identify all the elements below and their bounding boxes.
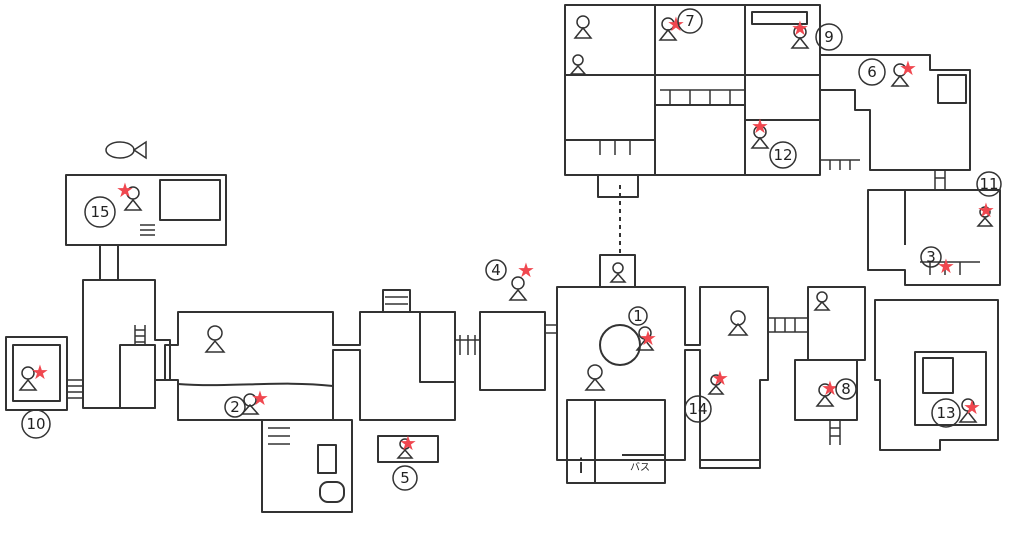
svg-text:★: ★ <box>711 366 729 390</box>
fountain <box>599 324 641 366</box>
star-markers: ★ ★ ★ ★ ★ ★ ★ ★ ★ ★ ★ ★ ★ ★ ★ <box>31 12 995 455</box>
stairs <box>382 289 411 313</box>
marker-15: 15 <box>84 196 116 228</box>
room <box>377 435 439 463</box>
wall <box>699 459 761 469</box>
room <box>566 399 666 484</box>
fish-icon <box>105 140 147 160</box>
room <box>65 174 227 246</box>
central-building <box>556 286 769 461</box>
marker-5: 5 <box>392 465 418 491</box>
svg-text:★: ★ <box>751 114 769 138</box>
marker-8: 8 <box>835 378 857 400</box>
marker-2: 2 <box>224 396 246 418</box>
marker-12: 12 <box>769 141 797 169</box>
svg-text:3: 3 <box>926 248 936 266</box>
svg-text:4: 4 <box>491 261 501 279</box>
svg-text:11: 11 <box>979 175 998 193</box>
marker-9: 9 <box>815 23 843 51</box>
info-label: i <box>578 454 584 478</box>
divider <box>177 382 334 387</box>
room-inner <box>12 344 61 402</box>
svg-text:★: ★ <box>31 360 49 384</box>
object <box>922 357 954 394</box>
map-walls <box>5 4 1001 513</box>
marker-14: 14 <box>684 395 712 423</box>
svg-text:★: ★ <box>667 12 685 36</box>
svg-text:★: ★ <box>517 258 535 282</box>
svg-text:10: 10 <box>26 415 45 433</box>
divider <box>594 400 665 483</box>
svg-text:14: 14 <box>688 400 707 418</box>
object <box>937 74 967 104</box>
bus-label: バス <box>630 462 650 474</box>
svg-text:★: ★ <box>399 431 417 455</box>
numbered-markers: 1 2 3 4 5 6 7 8 9 10 11 12 13 14 15 <box>21 8 1002 491</box>
svg-text:2: 2 <box>230 398 240 416</box>
room <box>820 54 971 171</box>
marker-6: 6 <box>858 58 886 86</box>
svg-text:8: 8 <box>841 380 851 398</box>
svg-text:1: 1 <box>633 307 643 325</box>
room <box>794 359 858 421</box>
object <box>751 11 808 25</box>
svg-text:5: 5 <box>400 469 410 487</box>
room <box>261 419 353 513</box>
room <box>119 344 156 409</box>
svg-text:★: ★ <box>899 56 917 80</box>
room <box>479 311 546 391</box>
svg-text:13: 13 <box>936 404 955 422</box>
svg-text:★: ★ <box>963 395 981 419</box>
object <box>317 444 337 474</box>
svg-text:6: 6 <box>867 63 877 81</box>
svg-text:9: 9 <box>824 28 834 46</box>
svg-text:12: 12 <box>773 146 792 164</box>
object <box>319 481 345 503</box>
marker-4: 4 <box>485 259 507 281</box>
svg-text:★: ★ <box>791 16 809 40</box>
svg-text:★: ★ <box>639 326 657 350</box>
marker-11: 11 <box>976 171 1002 197</box>
svg-text:★: ★ <box>116 178 134 202</box>
marker-7: 7 <box>677 8 703 34</box>
svg-text:★: ★ <box>251 386 269 410</box>
marker-3: 3 <box>920 246 942 268</box>
room <box>599 254 636 288</box>
room <box>597 174 639 198</box>
room <box>419 311 456 383</box>
person-icons <box>18 15 994 459</box>
svg-text:★: ★ <box>821 376 839 400</box>
marker-10: 10 <box>21 409 51 439</box>
svg-text:15: 15 <box>90 203 109 221</box>
corridor <box>99 245 119 280</box>
marker-1: 1 <box>628 306 648 326</box>
svg-text:7: 7 <box>685 12 695 30</box>
hall <box>164 311 456 421</box>
room-inner <box>914 351 987 426</box>
stairs <box>66 89 980 445</box>
svg-text:★: ★ <box>937 254 955 278</box>
room <box>874 299 999 451</box>
marker-13: 13 <box>931 398 961 428</box>
bed <box>159 179 221 221</box>
svg-text:★: ★ <box>977 198 995 222</box>
